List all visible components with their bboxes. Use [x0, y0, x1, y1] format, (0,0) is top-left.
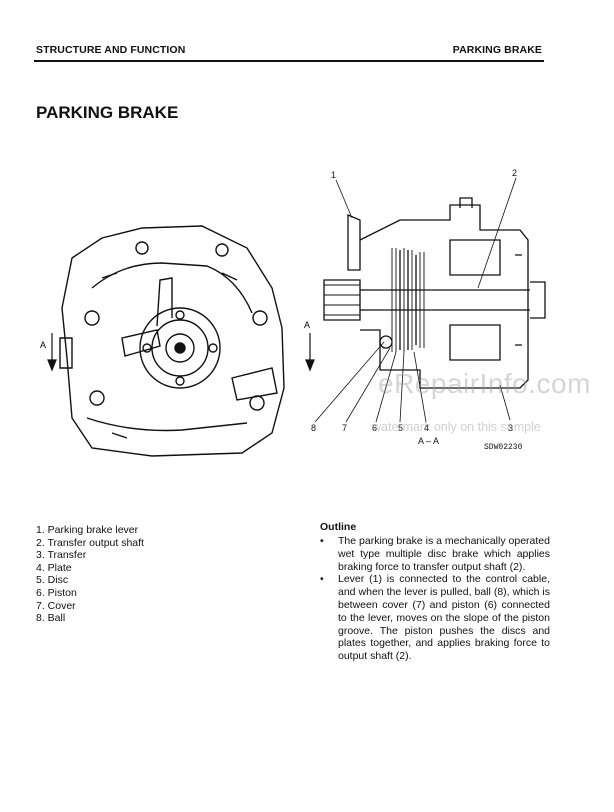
- outline-item-text: The parking brake is a mechanically oper…: [338, 535, 550, 573]
- parts-list-item: 2. Transfer output shaft: [36, 536, 144, 549]
- callout-8: 8: [311, 423, 316, 433]
- parts-list: 1. Parking brake lever 2. Transfer outpu…: [36, 524, 144, 625]
- parts-list-item: 4. Plate: [36, 561, 72, 574]
- parking-brake-section-figure: 1 2 3 4 5 6 7 8: [311, 168, 546, 433]
- outline-item: • The parking brake is a mechanically op…: [320, 535, 550, 573]
- outline-item: • Lever (1) is connected to the control …: [320, 573, 550, 663]
- transfer-external-view-figure: A A: [40, 225, 315, 457]
- callout-3: 3: [508, 423, 513, 433]
- callout-1: 1: [331, 170, 336, 180]
- header-section-title: STRUCTURE AND FUNCTION: [36, 44, 186, 56]
- parts-list-item: 7. Cover: [36, 599, 76, 612]
- callout-5: 5: [398, 423, 403, 433]
- watermark-main: eRepairInfo.com: [378, 368, 591, 399]
- section-mark-right: A: [304, 320, 310, 330]
- callout-4: 4: [424, 423, 429, 433]
- watermark-sub: watermark only on this sample: [372, 420, 541, 434]
- parts-list-item: 8. Ball: [36, 612, 66, 625]
- section-label: A – A: [418, 436, 440, 446]
- callout-6: 6: [372, 423, 377, 433]
- outline-heading: Outline: [320, 521, 357, 533]
- parts-list-item: 5. Disc: [36, 574, 69, 587]
- section-mark-left: A: [40, 340, 46, 350]
- header-rule: [34, 60, 544, 62]
- callout-7: 7: [342, 423, 347, 433]
- outline-item-text: Lever (1) is connected to the control ca…: [338, 573, 550, 663]
- parts-list-item: 3. Transfer: [36, 549, 87, 562]
- bullet-icon: •: [320, 535, 324, 547]
- bullet-icon: •: [320, 573, 324, 586]
- page-title: PARKING BRAKE: [36, 103, 179, 122]
- header-topic: PARKING BRAKE: [452, 44, 542, 56]
- outline-list: • The parking brake is a mechanically op…: [320, 535, 550, 663]
- parts-list-item: 1. Parking brake lever: [36, 524, 139, 536]
- parts-list-item: 6. Piston: [36, 586, 77, 599]
- drawing-code: SDW02230: [484, 443, 523, 452]
- callout-2: 2: [512, 168, 517, 178]
